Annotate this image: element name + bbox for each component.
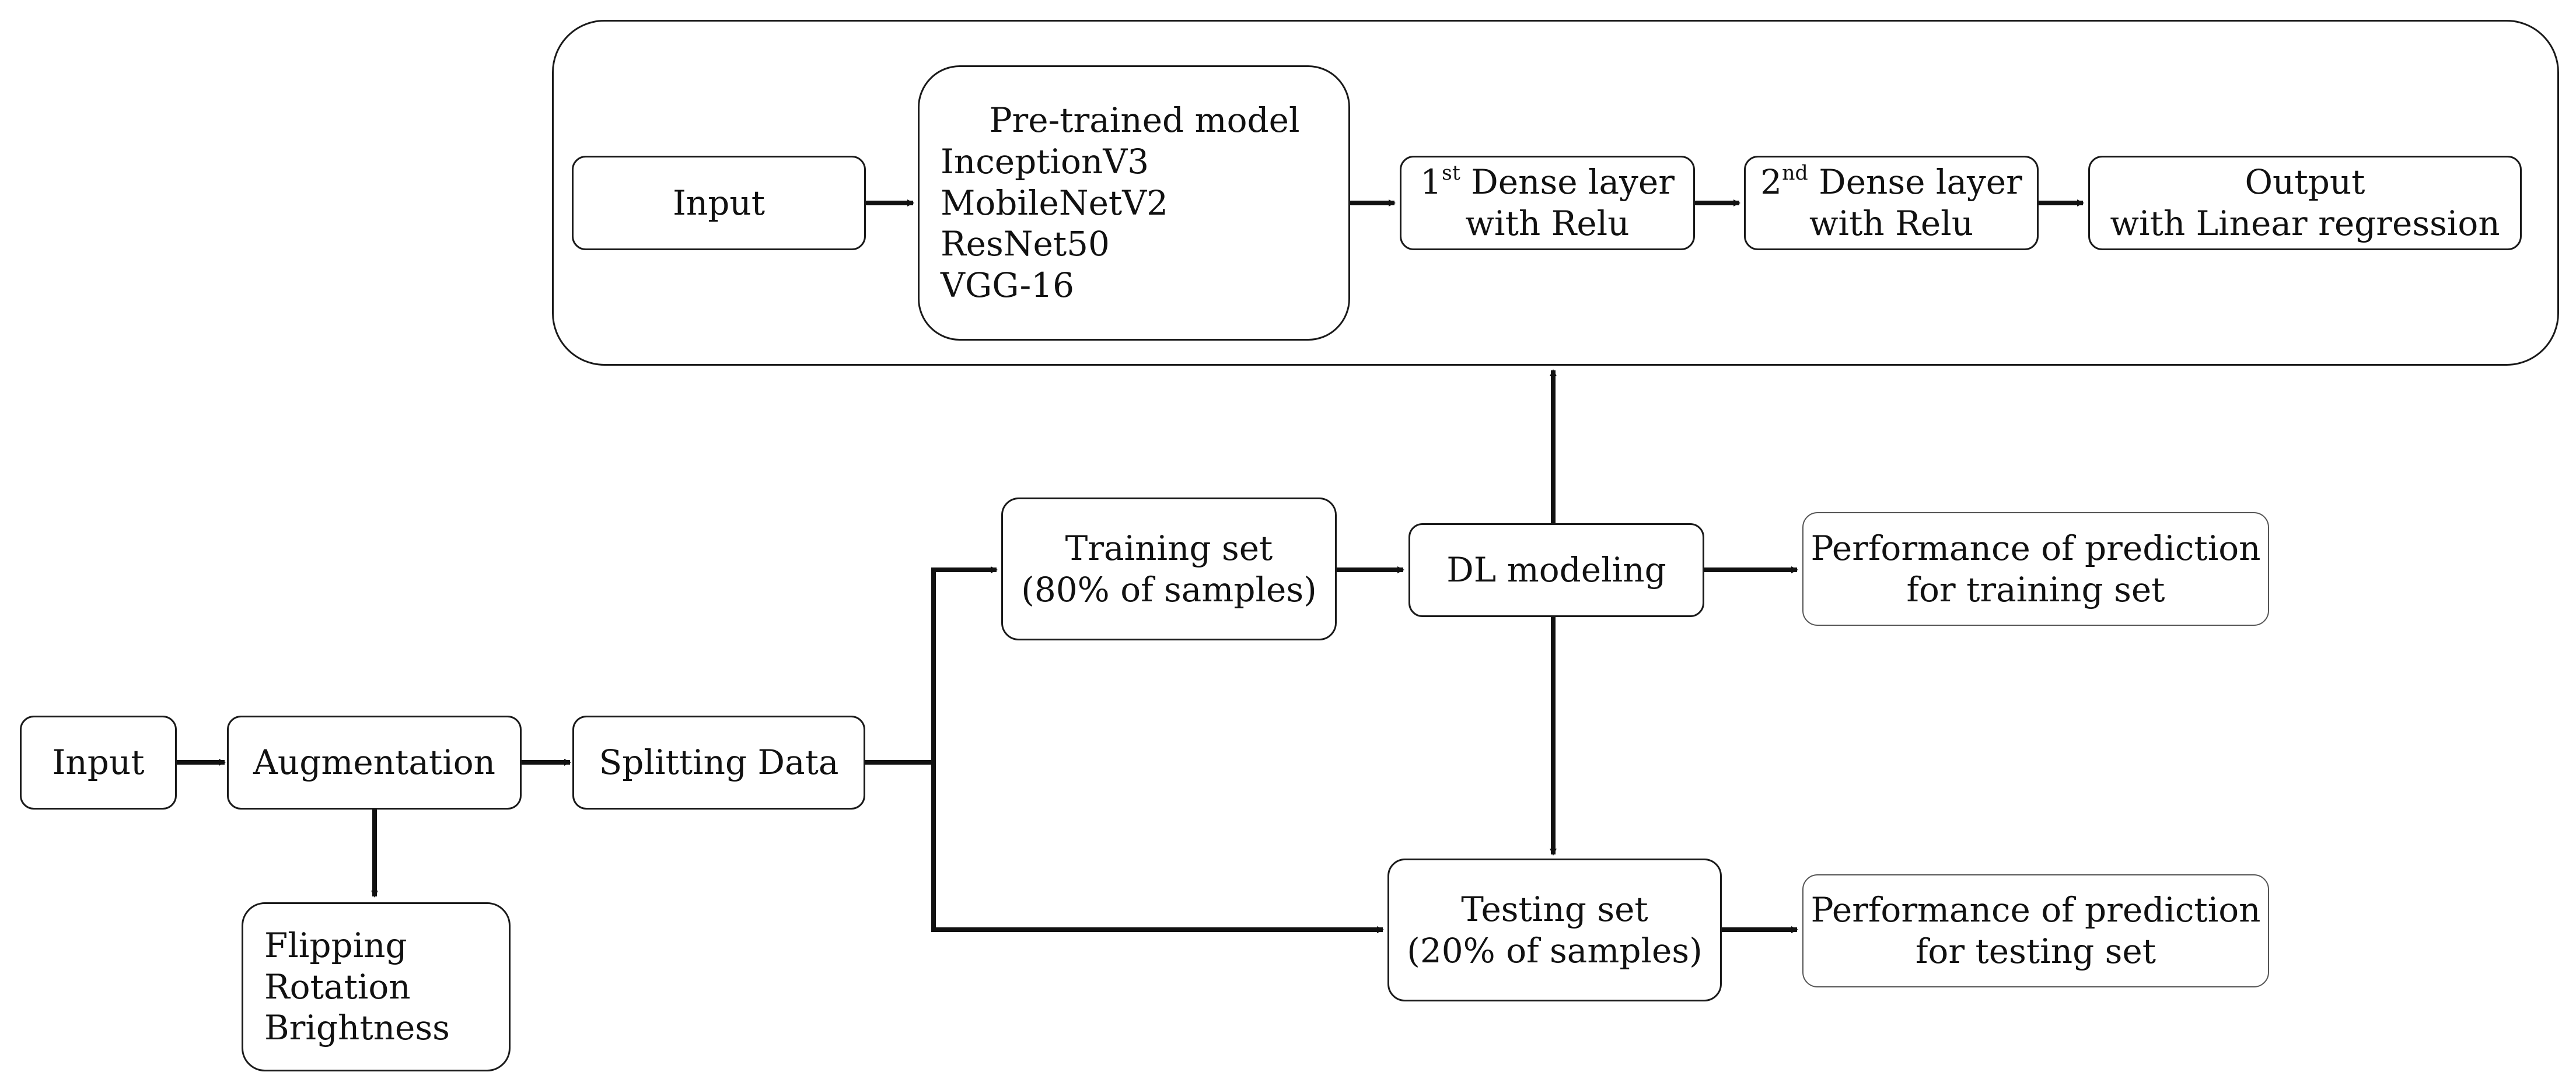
dense-layer-2-title: 2nd Dense layer (1760, 161, 2022, 202)
augmentation-label: Augmentation (253, 742, 496, 783)
splitting-data-box: Splitting Data (572, 716, 865, 810)
dense-layer-2-box: 2nd Dense layer with Relu (1744, 156, 2039, 250)
input-box: Input (20, 716, 177, 810)
dense-layer-1-title: 1st Dense layer (1420, 161, 1675, 202)
training-set-share: (80% of samples) (1021, 569, 1317, 609)
pretrained-model-box: Pre-trained model InceptionV3 MobileNetV… (918, 65, 1350, 341)
augmentation-method: Brightness (264, 1008, 450, 1048)
model-input-label: Input (672, 183, 766, 223)
input-label: Input (52, 742, 145, 783)
dl-modeling-box: DL modeling (1408, 523, 1704, 617)
dense-layer-1-box: 1st Dense layer with Relu (1400, 156, 1695, 250)
edge-to-training-set (931, 566, 998, 762)
perf-training-line2: for training set (1906, 569, 2165, 609)
perf-testing-line1: Performance of prediction (1810, 890, 2261, 930)
augmentation-method: Flipping (264, 925, 407, 965)
dense-layer-2-activation: with Relu (1809, 204, 1974, 243)
perf-training-line1: Performance of prediction (1810, 528, 2261, 568)
pretrained-model-item: ResNet50 (941, 224, 1110, 264)
augmentation-methods-box: Flipping Rotation Brightness (242, 902, 511, 1071)
perf-testing-line2: for testing set (1915, 931, 2156, 971)
augmentation-box: Augmentation (227, 716, 522, 810)
augmentation-method: Rotation (264, 966, 411, 1007)
pretrained-title: Pre-trained model (989, 100, 1300, 141)
model-input-box: Input (572, 156, 866, 250)
model-architecture-panel (552, 20, 2559, 366)
output-title: Output (2245, 162, 2365, 202)
dense-layer-1-activation: with Relu (1465, 204, 1630, 243)
perf-testing-box: Performance of prediction for testing se… (1802, 874, 2269, 987)
testing-set-share: (20% of samples) (1407, 930, 1703, 971)
training-set-box: Training set (80% of samples) (1001, 498, 1337, 640)
perf-training-box: Performance of prediction for training s… (1802, 512, 2269, 626)
splitting-data-label: Splitting Data (599, 742, 839, 783)
pretrained-model-item: InceptionV3 (941, 141, 1149, 181)
dl-modeling-label: DL modeling (1446, 550, 1666, 590)
pretrained-model-item: MobileNetV2 (941, 183, 1169, 223)
edge-to-testing-set (931, 762, 1384, 933)
training-set-title: Training set (1065, 528, 1273, 568)
testing-set-title: Testing set (1461, 889, 1648, 929)
pretrained-model-item: VGG-16 (941, 265, 1075, 306)
output-method: with Linear regression (2110, 204, 2500, 243)
testing-set-box: Testing set (20% of samples) (1387, 859, 1722, 1001)
output-box: Output with Linear regression (2088, 156, 2522, 250)
